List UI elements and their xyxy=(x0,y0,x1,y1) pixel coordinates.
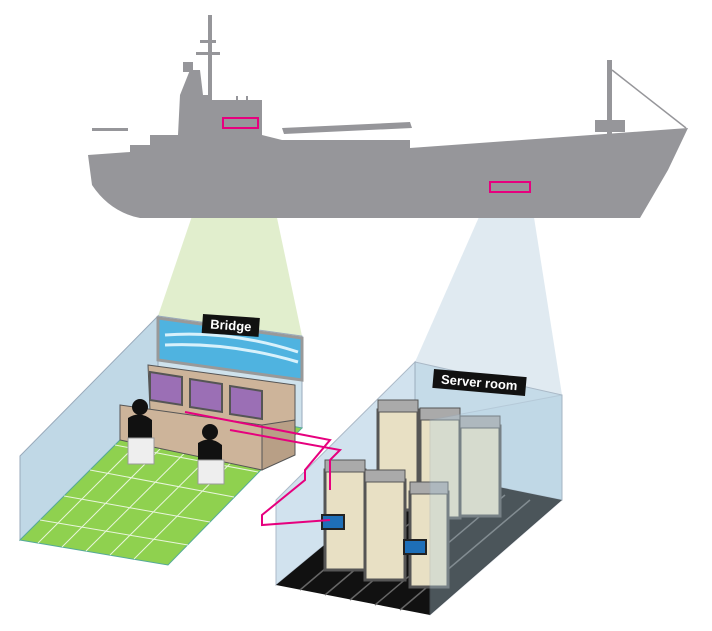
ship-silhouette xyxy=(88,15,688,218)
bridge-room xyxy=(18,314,304,566)
screen-1 xyxy=(149,370,183,407)
server-room xyxy=(275,360,563,617)
server-racks xyxy=(323,399,502,589)
screen-3 xyxy=(229,384,263,421)
chair-2 xyxy=(197,459,225,485)
operator-2 xyxy=(198,424,222,462)
server-view-beam xyxy=(415,192,562,395)
bridge-marker xyxy=(222,117,259,129)
operator-1 xyxy=(128,399,152,440)
laptop xyxy=(403,539,427,555)
network-cable xyxy=(184,411,343,527)
server-rack xyxy=(458,415,502,518)
server-rack xyxy=(363,469,407,582)
chair-1 xyxy=(127,437,155,465)
screen-2 xyxy=(189,377,223,414)
server-marker xyxy=(489,181,531,193)
laptop xyxy=(321,514,345,530)
bridge-label: Bridge xyxy=(201,314,261,337)
